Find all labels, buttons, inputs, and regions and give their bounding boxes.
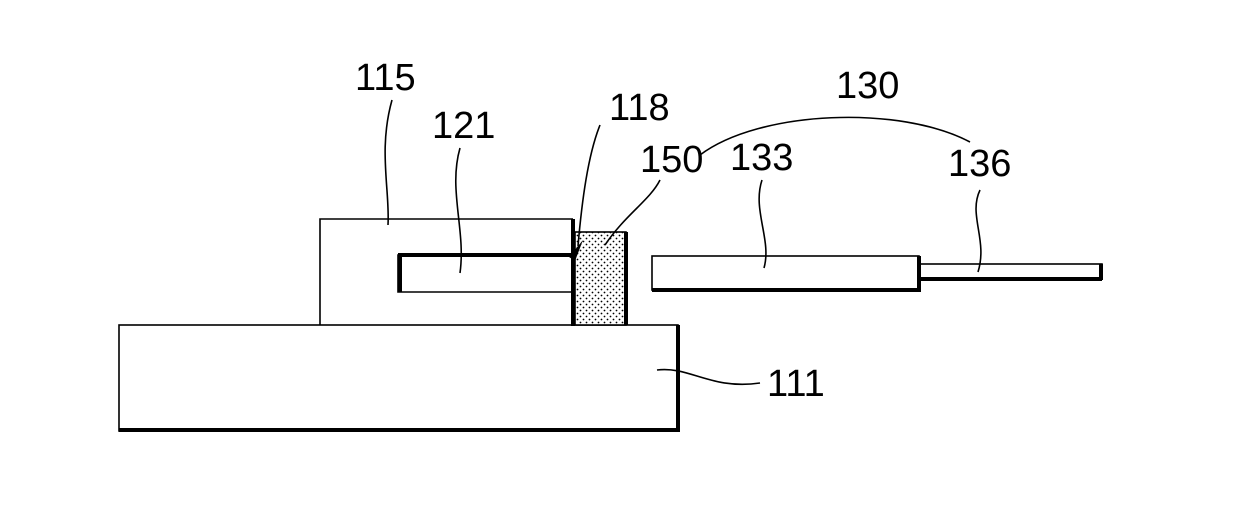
label-133: 133 <box>730 137 793 179</box>
ferrule-133 <box>652 256 920 292</box>
label-118: 118 <box>609 87 670 129</box>
housing-block-115 <box>320 219 573 325</box>
leader-133 <box>759 180 766 268</box>
leader-118 <box>578 125 600 246</box>
leader-111 <box>657 370 760 385</box>
leader-136 <box>976 190 981 272</box>
label-115: 115 <box>355 57 416 99</box>
label-130: 130 <box>836 65 899 107</box>
filler-element-150 <box>575 232 626 325</box>
base-block-111 <box>119 325 680 432</box>
label-150: 150 <box>640 139 703 181</box>
label-121: 121 <box>432 105 495 147</box>
leader-115 <box>385 100 392 225</box>
groove-121 <box>398 255 573 292</box>
fiber-136 <box>920 264 1102 280</box>
label-111: 111 <box>767 363 825 405</box>
label-136: 136 <box>948 143 1011 185</box>
